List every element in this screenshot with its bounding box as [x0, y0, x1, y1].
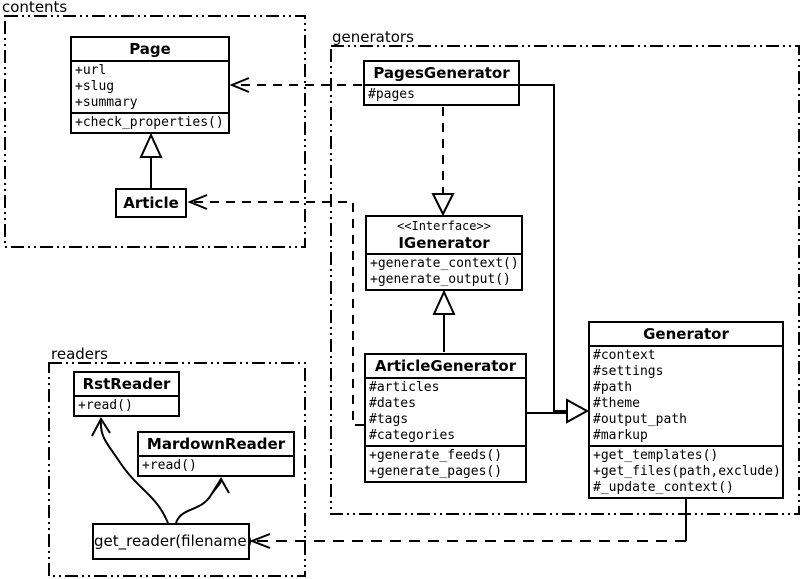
arrow-getreader-to-rstreader-arrowhead [91, 417, 111, 437]
class-rstreader-methods: +read() [75, 397, 178, 415]
class-generator-methods: +get_templates() +get_files(path,exclude… [590, 447, 782, 497]
class-mardownreader: MardownReader +read() [137, 431, 295, 477]
class-article-name: Article [123, 194, 179, 212]
class-igenerator-header: <<Interface>> IGenerator [367, 217, 521, 255]
generators-package-label: generators [332, 28, 414, 46]
attribute: #theme [593, 396, 640, 411]
realization-articlegenerator-to-igenerator-triangle [432, 289, 456, 315]
class-articlegenerator-methods: +generate_feeds() +generate_pages() [366, 447, 525, 481]
class-mardownreader-methods: +read() [139, 457, 293, 475]
class-igenerator-name: IGenerator [398, 234, 490, 252]
class-articlegenerator-attributes: #articles #dates #tags #categories [366, 379, 525, 447]
method: +read() [78, 398, 133, 413]
attribute: #context [593, 348, 656, 363]
method: +get_files(path,exclude) [593, 464, 779, 479]
attribute: #categories [369, 428, 456, 443]
class-pagesgenerator: PagesGenerator #pages [363, 60, 520, 106]
inheritance-article-to-page-triangle [139, 132, 163, 158]
function-get-reader: get_reader(filename) [92, 523, 252, 560]
dependency-articlegenerator-to-article-line [192, 201, 364, 426]
realization-pagesgenerator-to-igenerator-triangle [431, 193, 455, 217]
arrow-getreader-to-mardownreader-arrowhead [210, 477, 230, 496]
attribute: #tags [369, 412, 409, 427]
method: +generate_feeds() [369, 448, 503, 463]
dependency-generator-to-getreader-arrowhead [249, 533, 271, 549]
class-generator-attributes: #context #settings #path #theme #output_… [590, 347, 782, 447]
readers-package-label: readers [51, 345, 108, 363]
inheritance-to-generator-triangle [566, 398, 590, 424]
class-article: Article [115, 188, 187, 218]
attribute: #markup [593, 428, 648, 443]
class-generator-name: Generator [590, 323, 782, 347]
method: +generate_pages() [369, 464, 503, 479]
dependency-articlegenerator-to-article-arrowhead [187, 194, 208, 210]
attribute: +url [75, 63, 107, 78]
attribute: #dates [369, 396, 416, 411]
class-page-name: Page [72, 38, 228, 62]
class-page-attributes: +url +slug +summary [72, 62, 228, 114]
class-pagesgenerator-attributes: #pages [365, 86, 518, 104]
attribute: #articles [369, 380, 440, 395]
attribute: #path [593, 380, 633, 395]
class-rstreader-name: RstReader [75, 373, 178, 397]
class-igenerator: <<Interface>> IGenerator +generate_conte… [365, 215, 523, 291]
class-rstreader: RstReader +read() [73, 371, 180, 417]
class-generator: Generator #context #settings #path #them… [588, 321, 784, 499]
method: +check_properties() [75, 115, 224, 130]
method: +generate_output() [370, 272, 511, 287]
method: +read() [142, 458, 197, 473]
class-mardownreader-name: MardownReader [139, 433, 293, 457]
class-page-methods: +check_properties() [72, 114, 228, 132]
attribute: +summary [75, 95, 138, 110]
method: +generate_context() [370, 256, 518, 271]
class-articlegenerator: ArticleGenerator #articles #dates #tags … [364, 353, 527, 483]
attribute: #output_path [593, 412, 687, 427]
class-page: Page +url +slug +summary +check_properti… [70, 36, 230, 134]
attribute: #pages [368, 87, 415, 102]
arrow-getreader-to-mardownreader-curve [175, 480, 222, 524]
class-pagesgenerator-name: PagesGenerator [365, 62, 518, 86]
attribute: #settings [593, 364, 664, 379]
method: +get_templates() [593, 448, 719, 463]
contents-package-label: contents [2, 0, 68, 16]
class-igenerator-stereotype: <<Interface>> [397, 219, 491, 233]
dependency-pagesgenerator-to-page-arrowhead [229, 77, 250, 93]
method: #_update_context() [593, 480, 734, 495]
class-articlegenerator-name: ArticleGenerator [366, 355, 525, 379]
class-igenerator-methods: +generate_context() +generate_output() [367, 255, 521, 289]
attribute: +slug [75, 79, 115, 94]
